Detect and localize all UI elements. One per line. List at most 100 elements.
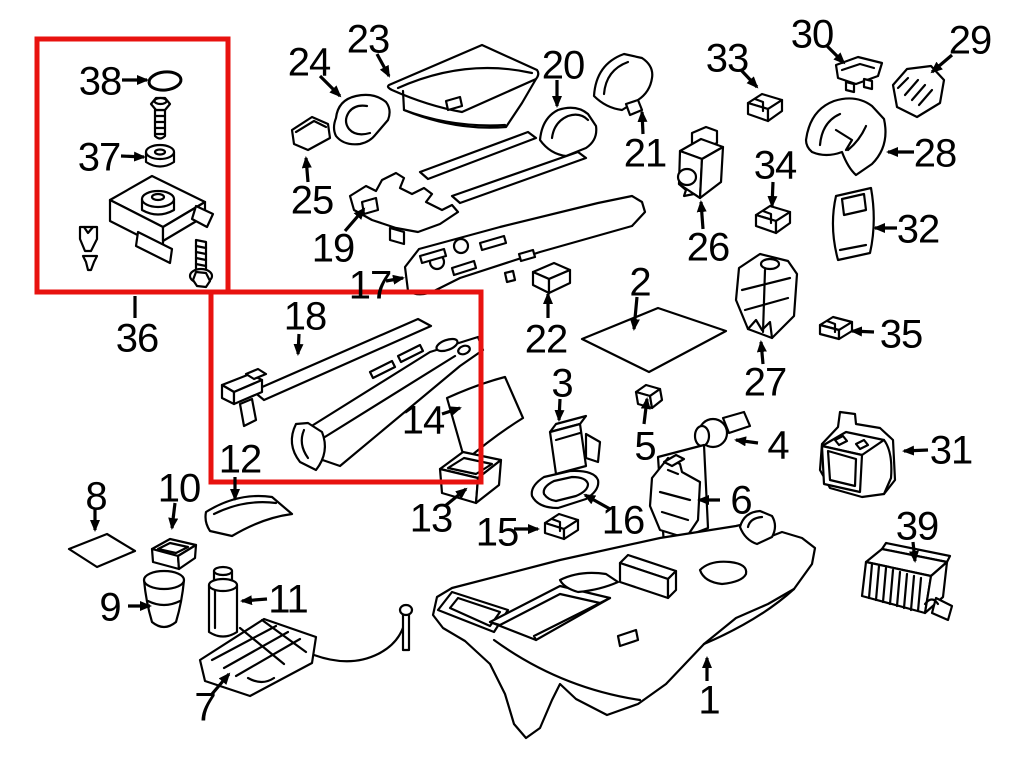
part-32-rear-panel xyxy=(831,186,875,262)
part-number-9[interactable]: 9 xyxy=(99,585,121,629)
callout-arrow-31 xyxy=(902,445,929,456)
part-label-20[interactable]: 20 xyxy=(542,43,586,108)
part-label-33[interactable]: 33 xyxy=(706,36,759,89)
part-label-38[interactable]: 38 xyxy=(79,59,149,103)
part-number-32[interactable]: 32 xyxy=(897,207,941,251)
part-number-3[interactable]: 3 xyxy=(551,361,573,405)
part-20-trim-strip xyxy=(418,106,598,205)
part-label-32[interactable]: 32 xyxy=(873,207,941,251)
part-9-cup xyxy=(142,569,186,629)
part-label-12[interactable]: 12 xyxy=(219,437,263,501)
part-number-22[interactable]: 22 xyxy=(525,317,569,361)
part-label-30[interactable]: 30 xyxy=(791,12,846,65)
part-label-14[interactable]: 14 xyxy=(402,398,462,442)
part-14-felt-sheet xyxy=(445,375,525,463)
part-number-23[interactable]: 23 xyxy=(347,17,391,61)
part-label-31[interactable]: 31 xyxy=(902,428,974,472)
part-label-6[interactable]: 6 xyxy=(697,478,753,522)
part-label-19[interactable]: 19 xyxy=(312,207,366,270)
part-number-28[interactable]: 28 xyxy=(914,131,958,175)
part-label-28[interactable]: 28 xyxy=(886,131,958,175)
callout-arrow-4 xyxy=(734,436,759,447)
part-number-21[interactable]: 21 xyxy=(624,131,668,175)
part-number-4[interactable]: 4 xyxy=(767,423,790,467)
part-number-39[interactable]: 39 xyxy=(896,504,940,548)
part-label-39[interactable]: 39 xyxy=(896,504,940,563)
part-label-1[interactable]: 1 xyxy=(698,656,721,722)
part-number-1[interactable]: 1 xyxy=(698,678,720,722)
part-label-29[interactable]: 29 xyxy=(930,18,993,74)
callout-arrow-18 xyxy=(293,333,304,356)
part-label-5[interactable]: 5 xyxy=(634,397,657,468)
part-number-15[interactable]: 15 xyxy=(476,510,520,554)
part-19-bracket xyxy=(348,171,460,246)
part-3-bracket-box xyxy=(548,414,602,488)
part-label-23[interactable]: 23 xyxy=(347,17,391,78)
part-label-10[interactable]: 10 xyxy=(158,466,202,530)
part-label-24[interactable]: 24 xyxy=(288,40,342,98)
part-number-2[interactable]: 2 xyxy=(629,260,651,304)
part-label-36[interactable]: 36 xyxy=(116,296,159,360)
callout-arrow-34 xyxy=(767,181,778,208)
part-number-16[interactable]: 16 xyxy=(602,498,646,542)
part-number-14[interactable]: 14 xyxy=(402,398,446,442)
callout-arrow-26 xyxy=(696,200,707,230)
part-number-20[interactable]: 20 xyxy=(542,43,586,87)
part-number-26[interactable]: 26 xyxy=(687,225,731,269)
part-number-7[interactable]: 7 xyxy=(194,685,216,729)
part-number-31[interactable]: 31 xyxy=(930,428,974,472)
part-number-8[interactable]: 8 xyxy=(85,474,107,518)
part-number-33[interactable]: 33 xyxy=(706,36,750,80)
part-number-12[interactable]: 12 xyxy=(219,437,263,481)
part-label-11[interactable]: 11 xyxy=(240,577,309,621)
callout-arrow-2 xyxy=(629,296,640,331)
part-label-34[interactable]: 34 xyxy=(754,143,798,208)
part-6-wedge-bracket xyxy=(648,443,710,547)
part-label-2[interactable]: 2 xyxy=(629,260,652,331)
part-number-30[interactable]: 30 xyxy=(791,12,835,56)
part-label-15[interactable]: 15 xyxy=(476,510,540,554)
part-number-10[interactable]: 10 xyxy=(158,466,202,510)
part-number-25[interactable]: 25 xyxy=(291,178,335,222)
part-label-17[interactable]: 17 xyxy=(349,263,405,307)
part-bolt-lower xyxy=(188,238,214,289)
part-number-11[interactable]: 11 xyxy=(268,577,309,621)
part-number-36[interactable]: 36 xyxy=(116,316,160,360)
part-label-13[interactable]: 13 xyxy=(410,487,468,540)
part-label-22[interactable]: 22 xyxy=(525,292,569,361)
part-label-35[interactable]: 35 xyxy=(850,312,924,356)
part-label-4[interactable]: 4 xyxy=(734,423,790,467)
part-label-7[interactable]: 7 xyxy=(194,672,231,729)
callout-arrow-10 xyxy=(168,502,179,530)
part-label-9[interactable]: 9 xyxy=(99,585,152,629)
part-number-17[interactable]: 17 xyxy=(349,263,393,307)
part-number-29[interactable]: 29 xyxy=(949,18,993,62)
part-number-35[interactable]: 35 xyxy=(880,312,924,356)
callout-arrow-13 xyxy=(443,487,468,508)
part-36-mount-bracket xyxy=(108,174,215,265)
part-number-5[interactable]: 5 xyxy=(634,424,656,468)
part-label-8[interactable]: 8 xyxy=(85,474,108,532)
part-number-19[interactable]: 19 xyxy=(312,226,356,270)
part-label-21[interactable]: 21 xyxy=(624,110,668,175)
part-number-18[interactable]: 18 xyxy=(284,294,328,338)
part-number-27[interactable]: 27 xyxy=(744,360,788,404)
callout-arrow-3 xyxy=(554,398,565,422)
part-label-3[interactable]: 3 xyxy=(551,361,574,422)
part-label-26[interactable]: 26 xyxy=(687,200,731,269)
part-number-24[interactable]: 24 xyxy=(288,40,332,84)
part-label-16[interactable]: 16 xyxy=(583,493,646,542)
part-number-38[interactable]: 38 xyxy=(79,59,123,103)
part-label-25[interactable]: 25 xyxy=(291,156,335,222)
part-21-corner-trim xyxy=(592,52,654,117)
part-label-37[interactable]: 37 xyxy=(78,135,146,179)
part-number-37[interactable]: 37 xyxy=(78,135,122,179)
part-number-13[interactable]: 13 xyxy=(410,496,454,540)
part-number-6[interactable]: 6 xyxy=(730,478,752,522)
part-39-connector-module xyxy=(860,541,954,622)
part-number-34[interactable]: 34 xyxy=(754,143,798,187)
part-label-18[interactable]: 18 xyxy=(284,294,328,356)
part-label-27[interactable]: 27 xyxy=(744,340,788,404)
callout-arrow-11 xyxy=(240,595,268,606)
